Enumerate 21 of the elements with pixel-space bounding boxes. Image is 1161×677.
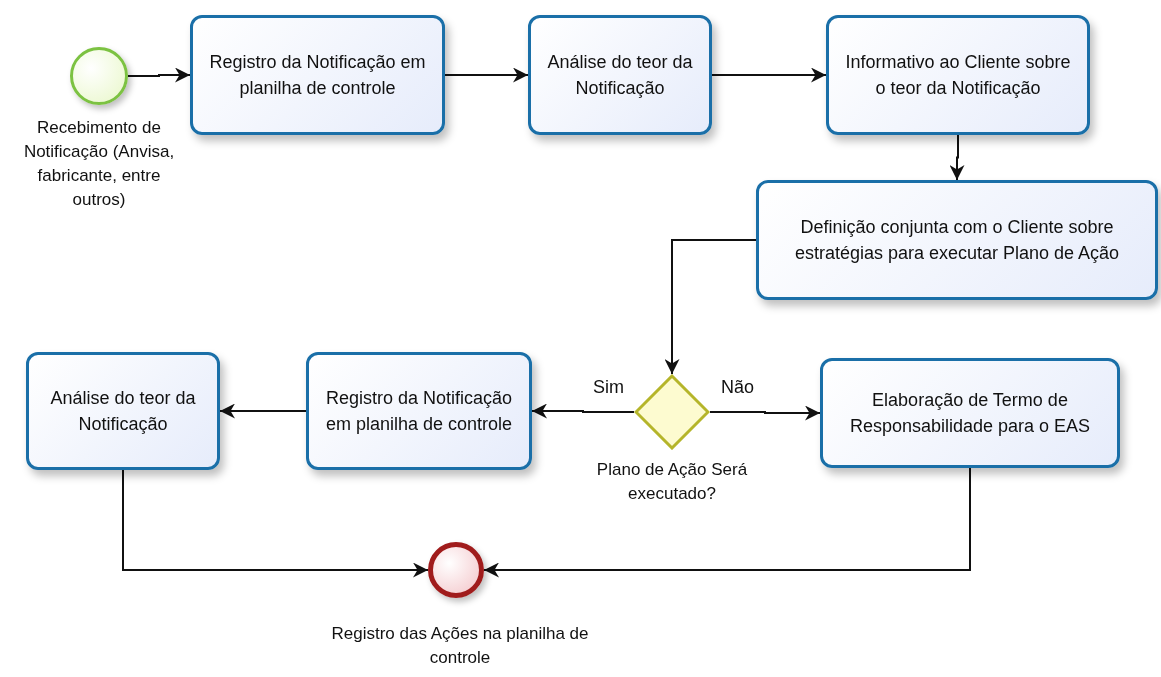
arrow bbox=[531, 403, 635, 419]
arrow bbox=[711, 67, 827, 83]
arrow bbox=[949, 134, 965, 181]
arrow bbox=[122, 469, 429, 578]
task-label: Análise do teor da Notificação bbox=[546, 51, 694, 100]
task-label: Definição conjunta com o Cliente sobre estratégias para executar Plano de Ação bbox=[793, 216, 1121, 265]
task-label: Informativo ao Cliente sobre o teor da Notificação bbox=[844, 51, 1072, 100]
arrow bbox=[709, 405, 821, 421]
event-label: Plano de Ação Será executado? bbox=[595, 459, 749, 505]
arrow bbox=[127, 67, 191, 83]
arrow bbox=[219, 403, 307, 419]
arrow bbox=[664, 239, 757, 375]
task-label: Registro da Notificação em planilha de controle bbox=[208, 51, 427, 100]
task-label: Registro da Notificação em planilha de controle bbox=[324, 387, 514, 436]
event-label: Recebimento de Notificação (Anvisa, fabricante, entre outros) bbox=[22, 117, 176, 211]
decision-diamond bbox=[634, 374, 710, 450]
task-label: Elaboração de Termo de Responsabilidade para o EAS bbox=[848, 389, 1092, 438]
task-label: Análise do teor da Notificação bbox=[49, 387, 197, 436]
arrow bbox=[444, 67, 529, 83]
event-label: Registro das Ações na planilha de controle bbox=[330, 623, 590, 669]
arrow bbox=[483, 467, 971, 578]
